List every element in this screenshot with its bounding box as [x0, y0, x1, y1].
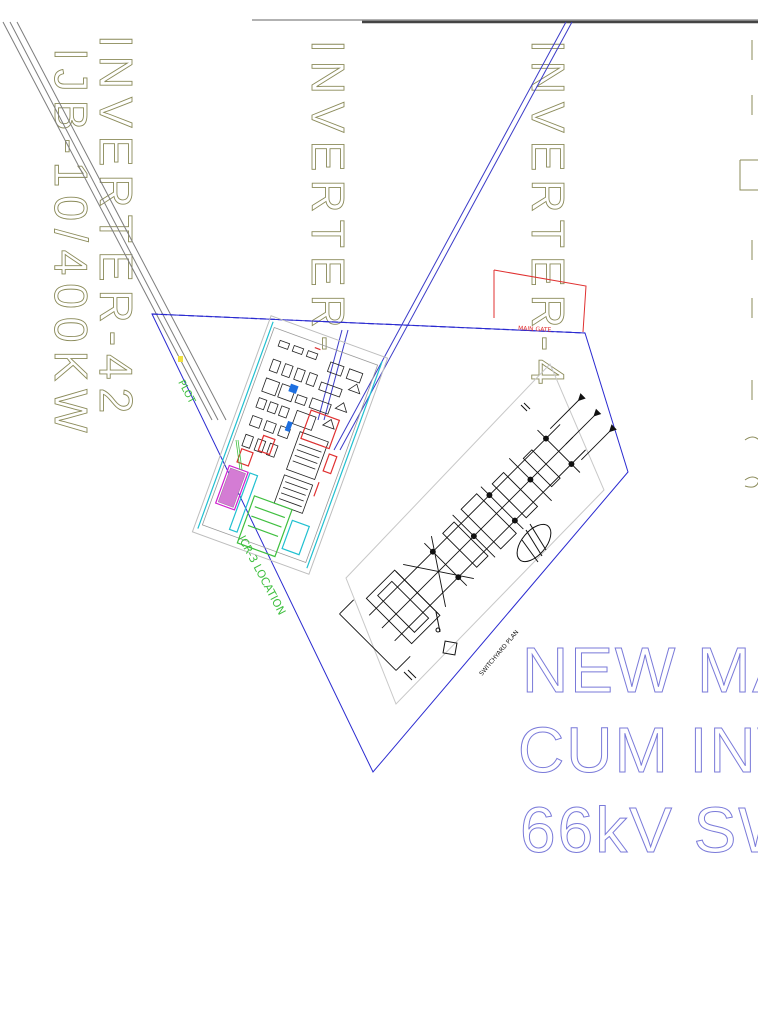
label-icr-location: ICR-3 LOCATION — [235, 533, 288, 617]
label-inverter-42: INVERTER-42 — [90, 35, 142, 421]
icr-building — [191, 315, 389, 575]
label-switchyard-plan: SWITCHYARD PLAN — [478, 629, 520, 677]
green-detail-marks — [235, 439, 243, 471]
label-inverter-right: INVERTER-4 — [522, 40, 574, 393]
yellow-marker — [178, 356, 183, 362]
title-line-3: 66kV SWIT — [520, 794, 768, 866]
site-boundary-dashed — [151, 313, 586, 334]
access-road — [2, 21, 227, 421]
switchyard-boundary — [345, 363, 605, 705]
main-gate-marker — [493, 269, 587, 333]
label-main-gate: MAIN GATE — [518, 325, 552, 334]
title-block: NEW MAIN CUM INVER 66kV SWIT — [518, 634, 768, 867]
label-ijb: IJB-10/400KW — [45, 48, 97, 441]
switchyard-symbols — [403, 402, 552, 681]
right-margin — [758, 0, 768, 1024]
title-line-2: CUM INVER — [518, 714, 768, 786]
title-line-1: NEW MAIN — [522, 634, 768, 706]
switchyard-equipment — [339, 393, 617, 671]
label-inverter-mid: INVERTER- — [302, 40, 354, 359]
right-edge-partial-text — [739, 40, 760, 488]
